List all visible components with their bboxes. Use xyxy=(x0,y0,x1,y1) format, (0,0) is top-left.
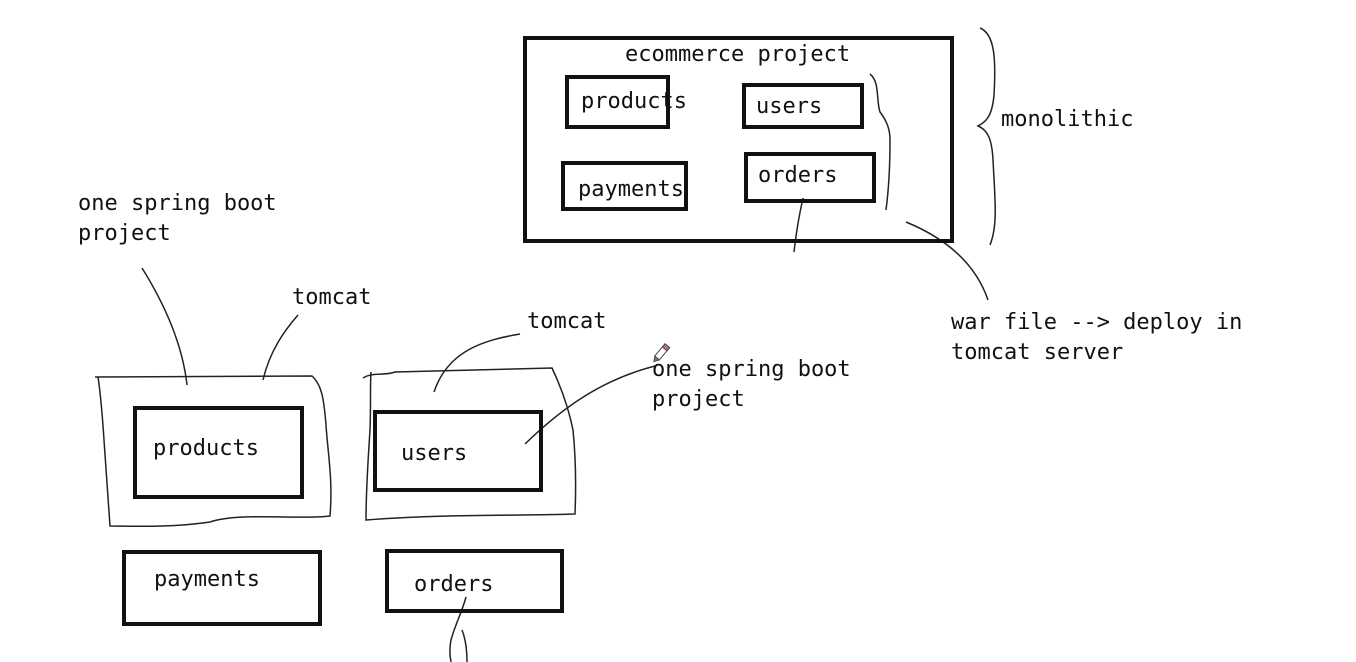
pencil-icon xyxy=(653,343,671,363)
tomcat-right-connector xyxy=(433,333,521,393)
monolith-users-label: users xyxy=(756,94,823,119)
ms-products-box xyxy=(133,406,304,499)
monolith-payments-box xyxy=(561,161,688,211)
spring-note-right-line1: one spring boot xyxy=(652,357,851,382)
tomcat-left-outline xyxy=(94,375,332,528)
tomcat-left-label: tomcat xyxy=(292,285,372,310)
spring-note-left-line1: one spring boot xyxy=(78,191,277,216)
monolith-products-box xyxy=(565,75,670,129)
tomcat-right-outline xyxy=(362,367,577,521)
deploy-connector xyxy=(905,221,989,301)
monolith-orders-box xyxy=(744,152,876,203)
monolith-container xyxy=(523,36,954,243)
tomcat-right-label: tomcat xyxy=(527,309,607,334)
monolith-users-box xyxy=(742,83,864,129)
monolith-payments-label: payments xyxy=(578,177,684,202)
monolith-orders-label: orders xyxy=(758,163,838,188)
ms-payments-box xyxy=(122,550,322,626)
spring-note-left-line2: project xyxy=(78,221,171,246)
spring-note-right-connector xyxy=(524,365,656,445)
spring-note-right-line2: project xyxy=(652,387,745,412)
monolith-products-label: products xyxy=(581,89,687,114)
monolithic-label: monolithic xyxy=(1001,107,1134,132)
monolithic-brace xyxy=(976,27,996,246)
tomcat-left-connector xyxy=(262,314,299,381)
ms-products-label: products xyxy=(153,436,259,461)
ms-users-box xyxy=(373,410,543,492)
deploy-note-line2: tomcat server xyxy=(951,340,1124,365)
ms-users-label: users xyxy=(401,441,468,466)
ms-orders-box xyxy=(385,549,564,613)
inner-brace xyxy=(869,73,891,211)
ms-orders-label: orders xyxy=(414,572,494,597)
spring-note-left-connector xyxy=(141,267,188,386)
deploy-note-line1: war file --> deploy in xyxy=(951,310,1243,335)
ms-payments-label: payments xyxy=(154,567,260,592)
monolith-title: ecommerce project xyxy=(625,42,851,67)
